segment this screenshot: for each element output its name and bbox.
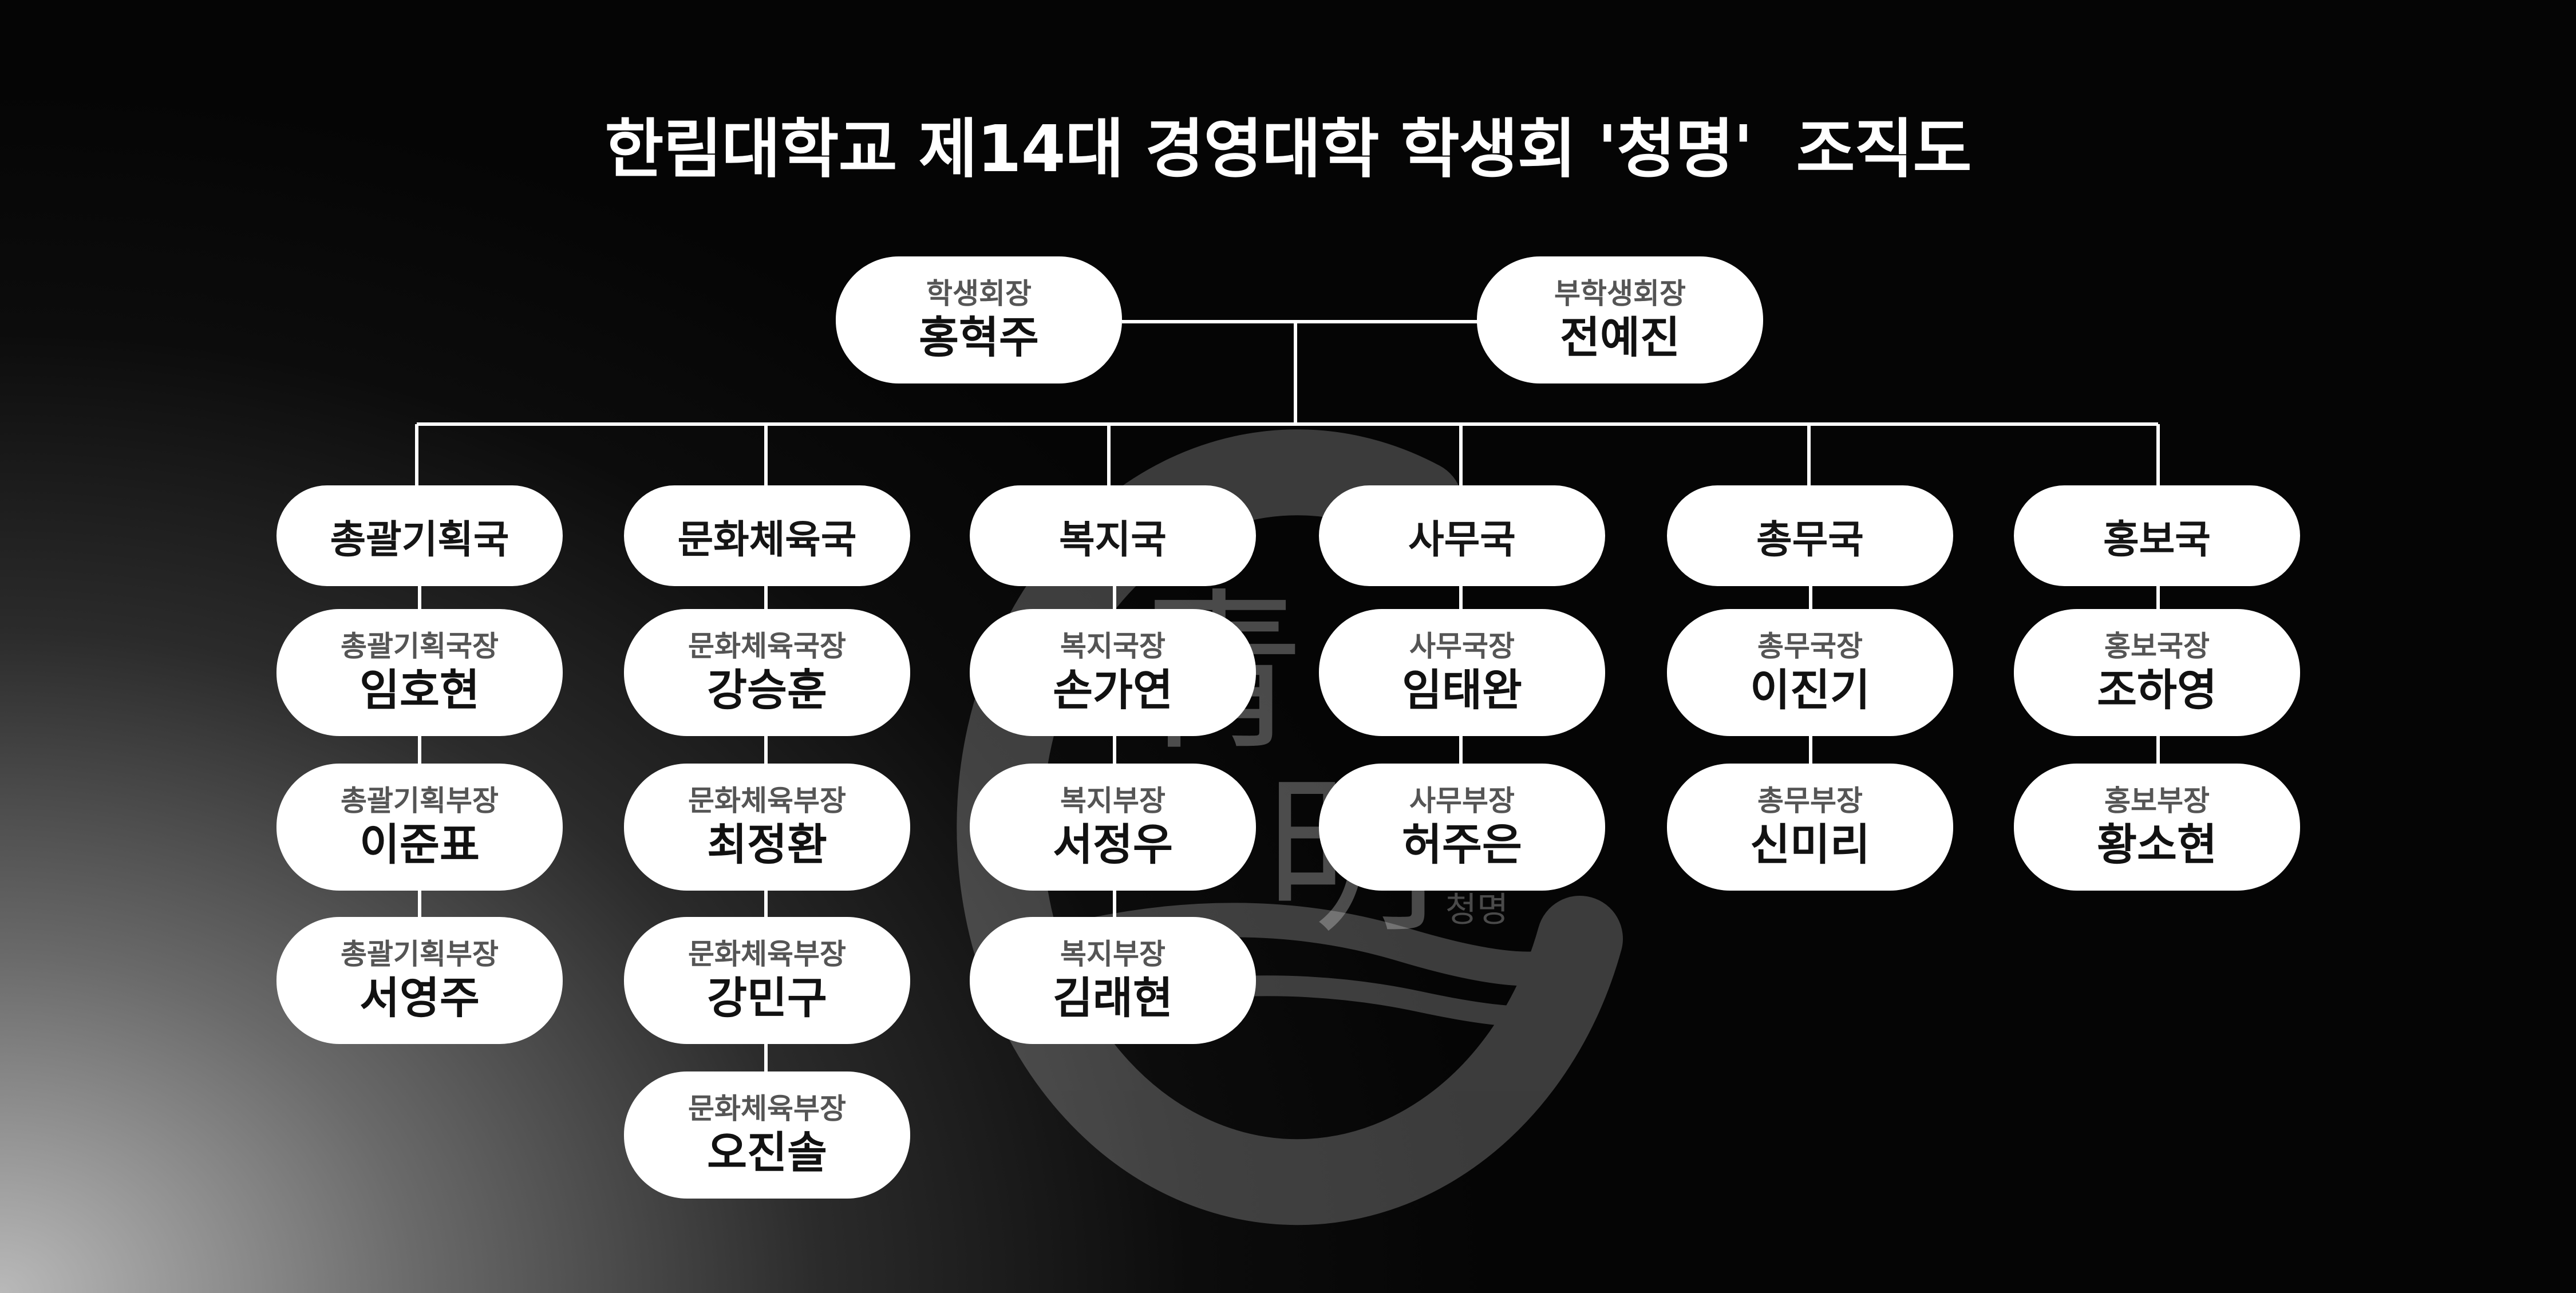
member-role: 문화체육국장 [688,630,846,663]
member-box: 총괄기획부장 서영주 [276,917,563,1044]
president-box: 학생회장 홍혁주 [836,256,1122,383]
member-role: 총괄기획부장 [341,938,499,971]
member-box: 총무국장 이진기 [1667,609,1953,736]
member-role: 복지부장 [1060,938,1165,971]
member-role: 총괄기획국장 [341,630,499,663]
member-role: 총괄기획부장 [341,784,499,817]
vice-president-name: 전예진 [1560,312,1680,363]
member-name: 신미리 [1750,819,1870,870]
dept-culture-sports: 문화체육국 [624,485,910,586]
member-role: 문화체육부장 [688,784,846,817]
member-name: 강민구 [707,972,827,1023]
president-role: 학생회장 [926,277,1032,310]
dept-publicity: 홍보국 [2014,485,2300,586]
member-box: 사무국장 임태완 [1319,609,1605,736]
dept-office: 사무국 [1319,485,1605,586]
member-box: 문화체육국장 강승훈 [624,609,910,736]
member-name: 황소현 [2097,819,2217,870]
member-role: 홍보부장 [2104,784,2210,817]
member-name: 이준표 [359,819,480,870]
member-box: 홍보국장 조하영 [2014,609,2300,736]
member-name: 허주은 [1402,819,1522,870]
president-name: 홍혁주 [919,312,1039,363]
member-box: 문화체육부장 강민구 [624,917,910,1044]
vice-president-box: 부학생회장 전예진 [1477,256,1763,383]
member-role: 사무국장 [1409,630,1515,663]
dept-name: 홍보국 [2103,517,2211,563]
member-box: 복지부장 서정우 [970,764,1256,891]
member-role: 홍보국장 [2104,630,2210,663]
member-role: 문화체육부장 [688,938,846,971]
dept-name: 문화체육국 [677,517,857,563]
member-box: 총무부장 신미리 [1667,764,1953,891]
member-name: 이진기 [1750,665,1870,715]
member-name: 손가연 [1053,665,1173,715]
member-name: 서영주 [359,972,480,1023]
dept-general-affairs: 총무국 [1667,485,1953,586]
dept-name: 복지국 [1059,517,1167,563]
member-name: 서정우 [1053,819,1173,870]
dept-name: 총괄기획국 [330,517,509,563]
emblem-small-text: 청명 [1445,890,1508,930]
member-box: 총괄기획부장 이준표 [276,764,563,891]
member-name: 오진솔 [707,1127,827,1178]
member-name: 강승훈 [707,665,827,715]
dept-name: 총무국 [1756,517,1864,563]
dept-planning: 총괄기획국 [276,485,563,586]
member-role: 복지부장 [1060,784,1165,817]
member-role: 총무부장 [1757,784,1863,817]
member-box: 홍보부장 황소현 [2014,764,2300,891]
member-name: 임호현 [359,665,480,715]
member-box: 문화체육부장 오진솔 [624,1071,910,1199]
member-box: 문화체육부장 최정환 [624,764,910,891]
dept-welfare: 복지국 [970,485,1256,586]
dept-name: 사무국 [1408,517,1516,563]
member-box: 복지국장 손가연 [970,609,1256,736]
member-box: 복지부장 김래현 [970,917,1256,1044]
vice-president-role: 부학생회장 [1554,277,1686,310]
member-name: 김래현 [1053,972,1173,1023]
member-role: 문화체육부장 [688,1092,846,1125]
member-name: 최정환 [707,819,827,870]
member-box: 총괄기획국장 임호현 [276,609,563,736]
member-role: 총무국장 [1757,630,1863,663]
member-box: 사무부장 허주은 [1319,764,1605,891]
page-title: 한림대학교 제14대 경영대학 학생회 '청명' 조직도 [605,112,1971,187]
member-role: 복지국장 [1060,630,1165,663]
member-name: 조하영 [2097,665,2217,715]
member-role: 사무부장 [1409,784,1515,817]
member-name: 임태완 [1402,665,1522,715]
